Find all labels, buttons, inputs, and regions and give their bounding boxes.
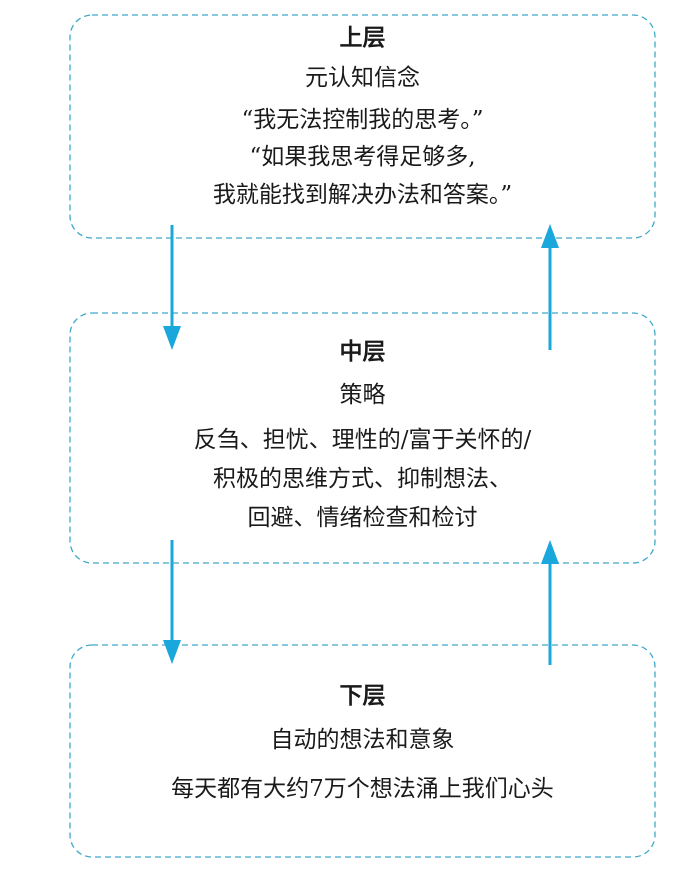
arrow-down-middle-to-lower (163, 540, 181, 664)
middle-layer-line: 反刍、担忧、理性的/富于关怀的/ (193, 427, 532, 453)
upper-layer-subtitle: 元认知信念 (305, 65, 420, 91)
arrow-up-middle-to-upper (541, 224, 559, 350)
upper-layer-line: “如果我思考得足够多, (249, 144, 476, 170)
lower-layer-subtitle: 自动的想法和意象 (270, 727, 455, 753)
middle-layer-line: 积极的思维方式、抑制想法、 (213, 466, 512, 492)
upper-layer-title: 上层 (339, 25, 386, 51)
middle-layer-box (69, 312, 656, 564)
arrow-down-upper-to-middle (163, 225, 181, 350)
middle-layer-subtitle: 策略 (339, 382, 386, 408)
upper-layer-line: 我就能找到解决办法和答案。” (212, 182, 513, 208)
middle-layer-line: 回避、情绪检查和检讨 (247, 505, 478, 531)
arrow-up-lower-to-middle (541, 540, 559, 665)
middle-layer-title: 中层 (339, 339, 386, 365)
upper-layer-line: “我无法控制我的思考。” (241, 107, 484, 133)
upper-layer-box (69, 14, 656, 239)
lower-layer-title: 下层 (339, 683, 386, 709)
lower-layer-line: 每天都有大约7万个想法涌上我们心头 (171, 776, 554, 802)
lower-layer-box (69, 644, 656, 858)
